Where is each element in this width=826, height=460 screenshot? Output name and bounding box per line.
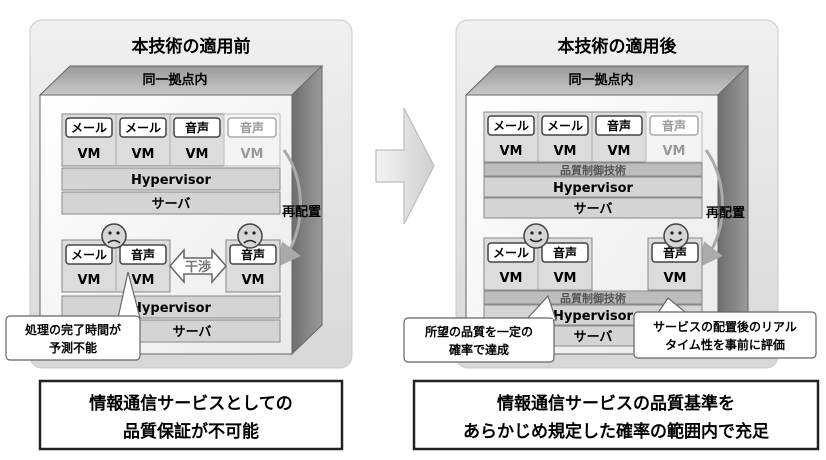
before-callout-line-2: 予測不能 [49, 340, 97, 355]
after-callout-right [633, 297, 817, 359]
after-callout-left [403, 294, 557, 363]
after-s2-app-2: 音声 [553, 245, 577, 260]
before-callout-line-1: 処理の完了時間が [24, 322, 121, 337]
after-s2-app-1: メール [493, 246, 529, 260]
after-s1-server: サーバ [574, 202, 613, 217]
before-server-1: メール メール 音声 音声 VM VM VM VM Hypervisor サーバ [61, 113, 281, 215]
after-s1-vm-2: VM [554, 144, 577, 159]
after-s2-hypervisor: Hypervisor [553, 309, 633, 324]
before-s2-server: サーバ [173, 325, 212, 340]
after-s2-app-3: 音声 [663, 245, 687, 260]
after-s2-qos: 品質制御技術 [560, 291, 626, 305]
before-title: 本技術の適用前 [132, 36, 251, 57]
after-callout-right-line-2: タイム性を事前に評価 [665, 337, 785, 352]
after-s2-vm-2: VM [554, 271, 577, 286]
sad-face-icon [101, 223, 127, 249]
sad-face-icon [237, 223, 263, 249]
before-s2-vm-2: VM [132, 273, 155, 288]
after-callout-right-line-1: サービスの配置後のリアル [653, 319, 797, 334]
after-relocation-label: 再配置 [706, 206, 745, 221]
before-s1-app-3: 音声 [185, 120, 209, 135]
happy-face-icon [663, 223, 689, 249]
after-conclusion-box [412, 379, 820, 451]
after-title: 本技術の適用後 [558, 36, 678, 57]
before-s2-app-3: 音声 [241, 247, 265, 262]
after-s1-qos: 品質制御技術 [560, 163, 626, 177]
after-s1-app-2: メール [547, 119, 583, 133]
happy-face-icon [523, 223, 549, 249]
after-s2-vm-1: VM [500, 271, 523, 286]
after-s2-vm-3: VM [664, 271, 687, 286]
before-conclusion-line-1: 情報通信サービスとしての [89, 393, 293, 414]
transition-arrow [375, 107, 435, 225]
before-s1-vm-3: VM [186, 147, 209, 162]
before-s2-app-1: メール [71, 248, 107, 262]
before-conclusion-line-2: 品質保証が不可能 [123, 421, 259, 442]
after-s1-app-3: 音声 [607, 118, 631, 133]
before-s1-hypervisor: Hypervisor [131, 173, 211, 188]
after-s1-vm-1: VM [500, 144, 523, 159]
before-callout [5, 271, 141, 361]
before-panel: 本技術の適用前 同一拠点内 メール メール 音声 音声 VM VM VM VM [5, 19, 353, 451]
interference-arrow [169, 248, 227, 284]
after-s2-server: サーバ [574, 330, 613, 345]
before-s1-vm-4: VM [241, 147, 264, 162]
before-s1-app-2: メール [125, 121, 161, 135]
after-s1-app-4: 音声 [662, 118, 686, 133]
after-s1-vm-3: VM [608, 144, 631, 159]
before-relocation-arrow [276, 149, 302, 268]
after-s1-app-1: メール [493, 119, 529, 133]
before-s1-vm-2: VM [132, 147, 155, 162]
after-conclusion-line-2: あらかじめ規定した確率の範囲内で充足 [463, 421, 769, 442]
before-s2-vm-1: VM [78, 273, 101, 288]
after-panel: 本技術の適用後 同一拠点内 メール メール 音声 音声 VM VM VM VM [403, 19, 820, 451]
after-site-label: 同一拠点内 [568, 72, 633, 88]
after-s1-hypervisor: Hypervisor [553, 181, 633, 196]
before-s2-hypervisor: Hypervisor [131, 301, 211, 316]
after-callout-left-line-1: 所望の品質を一定の [425, 324, 533, 339]
after-server-1: メール メール 音声 音声 VM VM VM VM 品質制御技術 Hypervi… [483, 111, 703, 219]
before-s2-vm-3: VM [242, 273, 265, 288]
before-s1-vm-1: VM [78, 147, 101, 162]
after-s1-vm-4: VM [663, 144, 686, 159]
after-callout-left-line-2: 確率で達成 [449, 342, 509, 357]
before-s2-app-2: 音声 [131, 247, 155, 262]
before-conclusion-box [38, 379, 344, 451]
before-s1-app-1: メール [71, 121, 107, 135]
after-conclusion-line-1: 情報通信サービスの品質基準を [497, 393, 735, 414]
interference-label: 干渉 [185, 259, 211, 275]
before-s1-server: サーバ [152, 197, 191, 212]
before-relocation-label: 再配置 [282, 205, 321, 220]
before-s1-app-4: 音声 [240, 120, 264, 135]
after-relocation-arrow [698, 149, 724, 268]
before-site-label: 同一拠点内 [142, 72, 207, 88]
